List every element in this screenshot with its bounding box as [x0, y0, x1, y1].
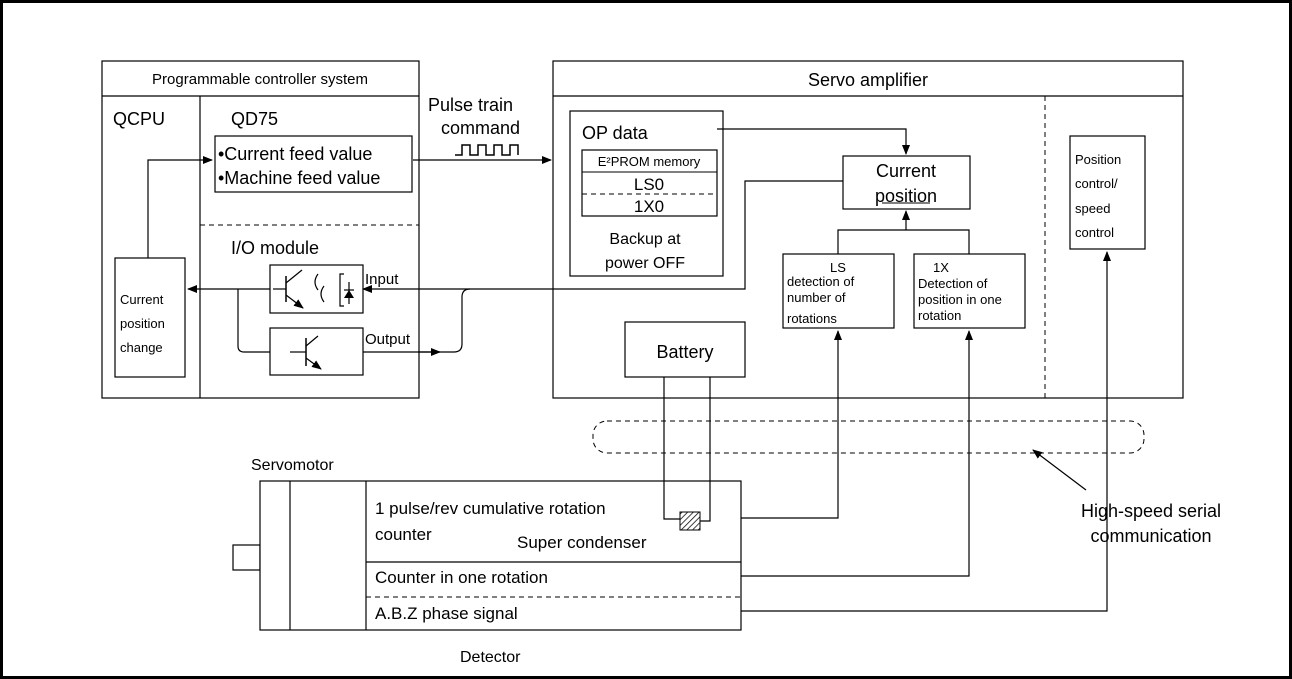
1x0-label: 1X0 [634, 197, 664, 216]
servo-amplifier-block [552, 60, 1184, 399]
serial-label-1: High-speed serial [1081, 501, 1221, 521]
1x-detection-box [913, 253, 1026, 329]
battery-wire-right [700, 377, 711, 522]
phase-signal-label: A.B.Z phase signal [375, 604, 518, 623]
counter-label-2: counter [375, 525, 432, 544]
serial-label-2: communication [1090, 526, 1211, 546]
change-line-2: position [120, 316, 165, 331]
super-condenser-icon [679, 511, 701, 531]
eeprom-memory-box [581, 149, 718, 217]
ls-detection-box [782, 253, 895, 329]
ls-detect-3: number of [787, 290, 846, 305]
plc-title: Programmable controller system [152, 71, 368, 88]
output-loop-wire [363, 288, 471, 353]
serial-pointer-arrow [1032, 449, 1087, 491]
backup-label-2: power OFF [605, 255, 685, 272]
ls-signal-line [741, 330, 842, 519]
eeprom-label: E²PROM memory [598, 154, 701, 169]
pulse-train-label-2: command [441, 118, 520, 138]
position-to-input-wire [370, 180, 843, 290]
position-change-box [114, 257, 186, 378]
position-control-box [1069, 135, 1146, 250]
battery-box [624, 321, 746, 378]
x-detect-1: 1X [933, 260, 949, 275]
pulse-waveform-icon [455, 144, 519, 156]
ls0-label: LS0 [634, 175, 664, 194]
battery-label: Battery [656, 342, 713, 362]
current-position-label-2: position [875, 186, 937, 206]
control-line-4: control [1075, 225, 1114, 240]
change-line-1: Current [120, 292, 164, 307]
output-transistor-icon [269, 327, 364, 376]
ls-detect-1: LS [830, 260, 846, 275]
current-position-box [842, 155, 971, 210]
control-line-2: control/ [1075, 176, 1118, 191]
position-change-to-feed-arrow [147, 156, 213, 258]
detection-join-wire [837, 229, 970, 254]
1x-signal-line [741, 330, 973, 577]
current-feed-value: •Current feed value [218, 144, 372, 164]
detector-label: Detector [460, 649, 521, 666]
output-label: Output [365, 331, 411, 348]
op-data-label: OP data [582, 123, 649, 143]
ls-detect-2: detection of [787, 274, 855, 289]
qcpu-label: QCPU [113, 109, 165, 129]
pulse-train-label-1: Pulse train [428, 95, 513, 115]
change-line-3: change [120, 340, 163, 355]
servomotor-label: Servomotor [251, 457, 334, 474]
x-detect-2: Detection of [918, 276, 988, 291]
machine-feed-value: •Machine feed value [218, 168, 380, 188]
control-line-3: speed [1075, 201, 1110, 216]
counter-label-1: 1 pulse/rev cumulative rotation [375, 499, 606, 518]
qd75-label: QD75 [231, 109, 278, 129]
op-data-to-position-arrow [717, 128, 910, 155]
phase-signal-line [741, 251, 1111, 612]
plc-system-block [101, 60, 420, 399]
super-condenser-label: Super condenser [517, 533, 647, 552]
input-label: Input [365, 271, 399, 288]
battery-wire-left [663, 377, 680, 520]
current-position-label-1: Current [876, 161, 936, 181]
x-detect-4: rotation [918, 308, 961, 323]
backup-label-1: Backup at [609, 231, 681, 248]
counter-one-rotation-label: Counter in one rotation [375, 568, 548, 587]
io-module-label: I/O module [231, 238, 319, 258]
input-optocoupler-icon [269, 264, 364, 314]
control-line-1: Position [1075, 152, 1121, 167]
serial-bus-outline [592, 420, 1145, 454]
x-detect-3: position in one [918, 292, 1002, 307]
servomotor-body [232, 480, 742, 631]
feed-value-box [214, 135, 413, 193]
ls-detect-4: rotations [787, 311, 837, 326]
servo-amplifier-title: Servo amplifier [808, 70, 928, 90]
output-feed-wire [237, 289, 270, 353]
